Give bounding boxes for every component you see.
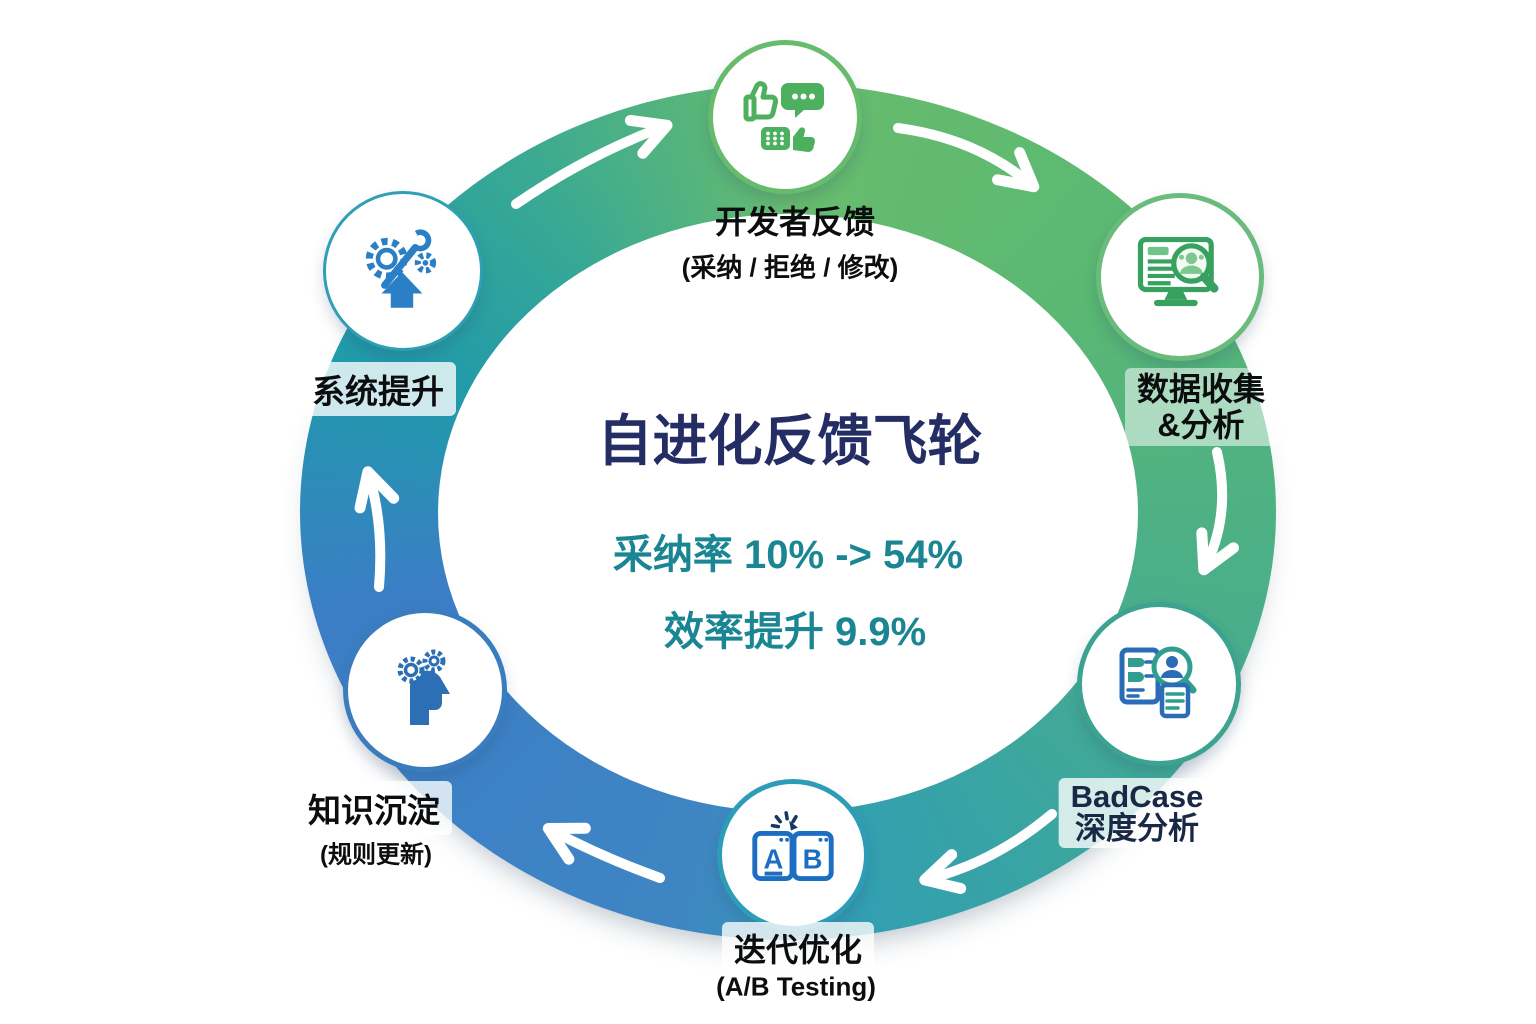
- thumbs-up-chat-icon: [743, 81, 824, 152]
- ab-windows-icon: A B: [752, 811, 834, 881]
- label-badcase-analysis: BadCase 深度分析: [1058, 778, 1216, 848]
- label-system-improvement: 系统提升: [300, 362, 456, 416]
- monitor-magnifier-icon: [1137, 236, 1219, 307]
- label-iterative-optimization: 迭代优化: [721, 922, 875, 974]
- document-magnifier-icon: [1119, 646, 1197, 719]
- sublabel-knowledge-accumulation: (规则更新): [320, 841, 432, 869]
- svg-text:A: A: [763, 844, 783, 875]
- efficiency-stat: 效率提升 9.9%: [663, 610, 927, 654]
- head-gears-icon: [397, 649, 450, 725]
- sublabel-developer-feedback: (采纳 / 拒绝 / 修改): [681, 252, 899, 283]
- label-developer-feedback: 开发者反馈: [714, 204, 876, 240]
- node-data-collection: [1096, 193, 1264, 361]
- sublabel-iterative-optimization: (A/B Testing): [716, 971, 876, 1002]
- gear-wrench-icon: [365, 229, 437, 308]
- node-developer-feedback: [708, 40, 862, 194]
- label-data-collection: 数据收集 &分析: [1124, 368, 1278, 446]
- node-iterative-optimization: A B: [717, 779, 869, 931]
- flywheel-ring-hole: [438, 214, 1138, 812]
- node-system-improvement: [323, 191, 483, 351]
- adoption-rate-stat: 采纳率 10% -> 54%: [612, 533, 964, 577]
- label-knowledge-accumulation: 知识沉淀: [296, 781, 452, 835]
- node-knowledge-accumulation: [343, 608, 507, 772]
- label-badcase-line1: BadCase: [1070, 779, 1204, 814]
- diagram-title: 自进化反馈飞轮: [597, 410, 983, 472]
- label-data-collection-line1: 数据收集: [1136, 371, 1266, 407]
- label-data-collection-line2: &分析: [1157, 407, 1245, 443]
- svg-text:B: B: [803, 844, 823, 875]
- label-badcase-line2: 深度分析: [1075, 811, 1199, 846]
- node-badcase-analysis: [1077, 602, 1241, 766]
